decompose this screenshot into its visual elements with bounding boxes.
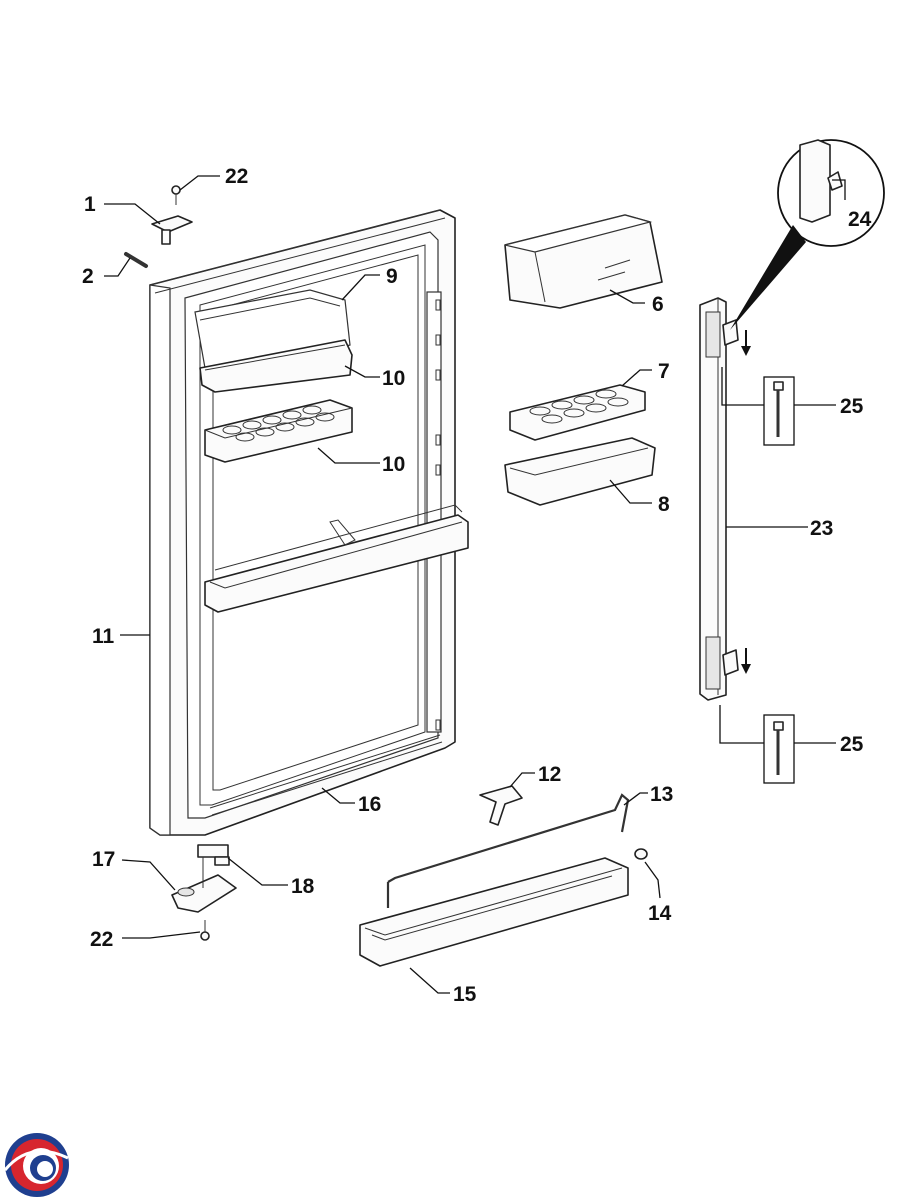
leader-lines bbox=[104, 175, 846, 994]
wire-bar-13 bbox=[386, 793, 630, 908]
bottom-screw-22 bbox=[200, 920, 210, 941]
down-arrow-icon-lower bbox=[741, 648, 751, 674]
bottom-hinge-17 bbox=[171, 874, 237, 913]
callout-8: 8 bbox=[658, 493, 670, 516]
detail-magnifier-24 bbox=[730, 139, 885, 330]
knob-14 bbox=[634, 848, 648, 860]
door-dairy-compartment bbox=[194, 289, 353, 393]
bottle-retainer-12 bbox=[479, 785, 523, 826]
door-shelf-8 bbox=[504, 437, 656, 506]
callout-10-upper: 10 bbox=[382, 367, 405, 390]
egg-tray-7 bbox=[509, 384, 646, 441]
callout-25-bottom: 25 bbox=[840, 733, 864, 756]
screw-box-25-bottom bbox=[763, 714, 795, 784]
callout-10-lower: 10 bbox=[382, 453, 405, 476]
callout-2: 2 bbox=[82, 265, 94, 288]
top-hinge-part bbox=[151, 215, 193, 245]
callout-23: 23 bbox=[810, 517, 833, 540]
callout-9: 9 bbox=[386, 265, 398, 288]
bottom-shelf-15 bbox=[359, 857, 629, 967]
door-handle-23 bbox=[699, 297, 739, 701]
callout-13: 13 bbox=[650, 783, 673, 806]
callout-14: 14 bbox=[648, 902, 672, 925]
callout-11: 11 bbox=[92, 625, 115, 648]
callout-6: 6 bbox=[652, 293, 664, 316]
callout-18: 18 bbox=[291, 875, 315, 898]
callout-12: 12 bbox=[538, 763, 561, 786]
bracket-18 bbox=[197, 844, 230, 888]
screw-box-25-top bbox=[763, 376, 795, 446]
shelf-6-crisper-box bbox=[504, 214, 663, 309]
door-bottle-shelf bbox=[204, 504, 469, 613]
door-egg-shelf bbox=[204, 399, 353, 463]
down-arrow-icon bbox=[741, 330, 751, 356]
callout-15: 15 bbox=[453, 983, 477, 1006]
callout-22-top: 22 bbox=[225, 165, 248, 188]
top-screw-part bbox=[171, 185, 181, 205]
callout-25-top: 25 bbox=[840, 395, 864, 418]
callout-24: 24 bbox=[848, 208, 872, 231]
callout-7: 7 bbox=[658, 360, 670, 383]
callout-22-bottom: 22 bbox=[90, 928, 113, 951]
hinge-pin-part bbox=[124, 252, 148, 268]
callout-17: 17 bbox=[92, 848, 115, 871]
callout-1: 1 bbox=[84, 193, 96, 216]
callout-16: 16 bbox=[358, 793, 381, 816]
callout-labels: 1 2 22 9 10 10 11 16 6 7 8 12 13 14 15 1… bbox=[82, 165, 872, 1006]
spiral-logo-icon bbox=[3, 1133, 69, 1197]
